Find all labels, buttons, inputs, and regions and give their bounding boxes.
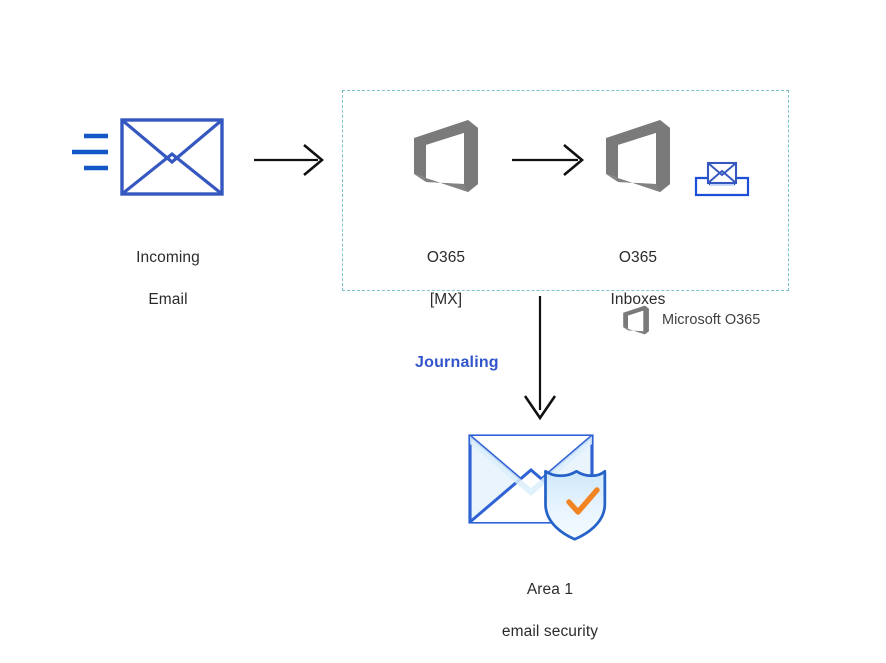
o365-mx-caption-line2: [MX] (429, 291, 463, 308)
legend-office-logo-icon (620, 302, 652, 338)
o365-inboxes-caption-line1: O365 (618, 249, 658, 266)
area1-caption: Area 1 email security (460, 558, 640, 663)
o365-mx-caption: O365 [MX] (386, 226, 506, 331)
arrow-incoming-to-o365 (254, 140, 328, 180)
area1-caption-line2: email security (501, 623, 599, 640)
legend-label: Microsoft O365 (662, 312, 761, 328)
legend-microsoft-o365: Microsoft O365 (620, 302, 760, 338)
incoming-email-caption-line1: Incoming (136, 249, 200, 266)
area1-email-security-icon (465, 430, 635, 548)
inbox-tray-envelope-icon (694, 160, 750, 198)
incoming-email-envelope-icon (72, 118, 227, 210)
o365-mx-caption-line1: O365 (426, 249, 466, 266)
arrow-journaling-to-area1 (512, 296, 570, 422)
speed-lines (72, 133, 108, 171)
o365-inboxes-caption: O365 Inboxes (578, 226, 698, 331)
o365-inboxes-caption-line2: Inboxes (610, 291, 666, 308)
o365-mx-office-logo-icon (406, 112, 486, 200)
incoming-email-caption-line2: Email (148, 291, 188, 308)
journaling-label: Journaling (415, 354, 499, 371)
o365-inboxes-office-logo-icon (598, 112, 678, 200)
area1-caption-line1: Area 1 (526, 581, 574, 598)
arrow-mx-to-inboxes (512, 140, 590, 180)
microsoft-o365-boundary-zone (342, 90, 789, 291)
incoming-email-caption: Incoming Email (88, 226, 248, 331)
